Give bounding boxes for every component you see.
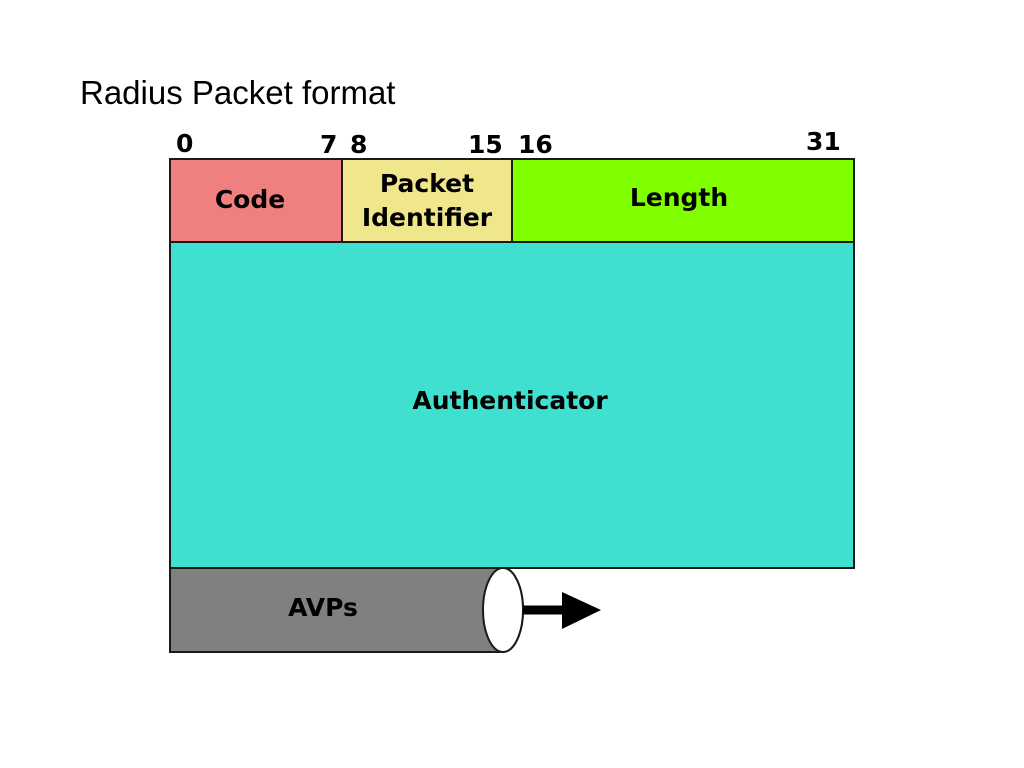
authenticator-field: [169, 241, 855, 569]
avps-cylinder: [169, 567, 524, 653]
bit-label-8: 8: [350, 130, 367, 159]
bit-label-16: 16: [518, 130, 553, 159]
bit-label-31: 31: [806, 127, 841, 156]
authenticator-label: Authenticator: [412, 386, 608, 415]
avps-label: AVPs: [288, 593, 358, 622]
packet-identifier-label-line2: Identifier: [362, 203, 493, 232]
length-field: [511, 158, 855, 243]
length-label: Length: [630, 183, 728, 212]
bit-label-7: 7: [320, 130, 337, 159]
arrow-right-icon: [523, 592, 601, 629]
packet-identifier-field: [341, 158, 513, 243]
code-field: [169, 158, 343, 243]
avps-cylinder-end: [482, 567, 524, 653]
slide-title: Radius Packet format: [80, 74, 396, 111]
packet-identifier-label-line1: Packet: [380, 169, 474, 198]
bit-label-0: 0: [176, 129, 193, 158]
bit-label-15: 15: [468, 130, 503, 159]
code-label: Code: [215, 185, 285, 214]
